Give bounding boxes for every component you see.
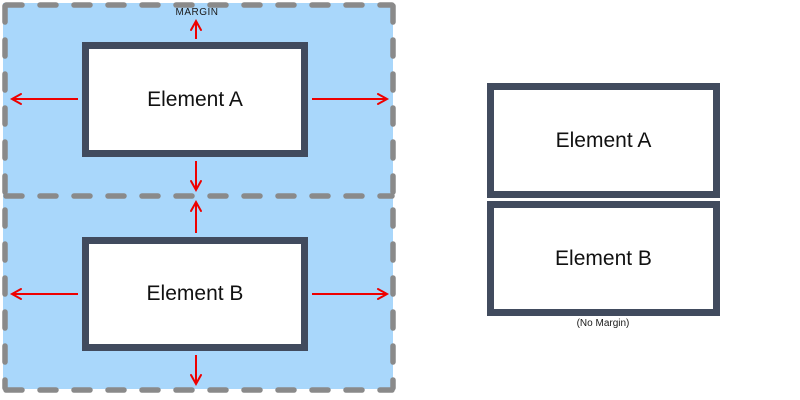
element-b-label: Element B	[555, 246, 652, 270]
element-b-label: Element B	[146, 282, 244, 305]
no-margin-caption: (No Margin)	[576, 318, 630, 329]
element-b-box-no-margin: Element B	[487, 201, 720, 316]
element-a-box-no-margin: Element A	[487, 83, 720, 198]
element-a-label: Element A	[147, 87, 243, 111]
element-b-box-with-margin: Element B	[82, 237, 308, 351]
element-a-box-with-margin: Element A	[82, 42, 308, 157]
element-a-label: Element A	[555, 128, 652, 152]
margin-caption: MARGIN	[175, 7, 219, 18]
